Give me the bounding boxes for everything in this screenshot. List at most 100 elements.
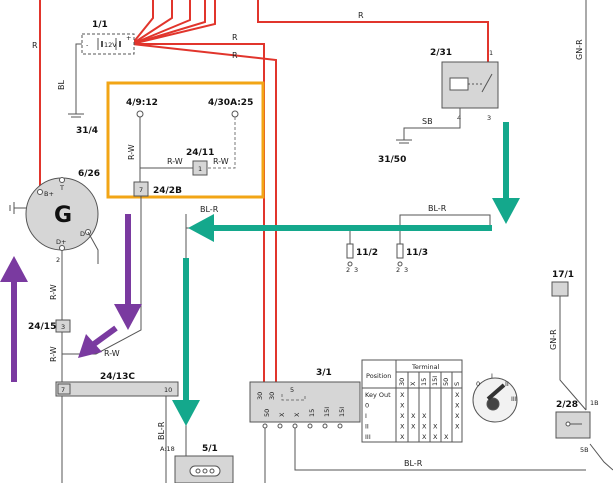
connector-24-11-pin: 1 <box>198 165 202 173</box>
connector-24-11: 24/11 <box>186 148 214 158</box>
fuse-11-2 <box>346 243 354 267</box>
battery-plus: + <box>126 34 131 42</box>
ground-31-50: 31/50 <box>378 155 406 165</box>
switch-pos-1: I <box>491 372 493 380</box>
wire-label-r: R <box>32 41 38 50</box>
table-position-header: Position <box>366 372 391 380</box>
component-2-28-pin-5b: 5B <box>580 446 589 454</box>
connector-24-13c: 24/13C <box>100 372 135 382</box>
fuse-pin: 2 <box>346 266 350 274</box>
wire-label-rw: R-W <box>49 346 58 362</box>
battery <box>81 33 135 55</box>
fuse-11-2-label: 11/2 <box>356 248 378 258</box>
wire-label-rw: R-W <box>104 349 120 358</box>
terminal-table <box>361 359 463 443</box>
wire-label-rw: R-W <box>49 284 58 300</box>
wire-label-sb: SB <box>422 117 433 126</box>
table-row-position: I <box>365 412 367 420</box>
connector-24-15-pin: 3 <box>61 323 65 331</box>
connector-24-15: 24/15 <box>28 322 56 332</box>
table-cell-mark: X <box>455 412 460 420</box>
key-switch-symbol <box>472 377 518 423</box>
arrow-purple-diagonal <box>78 325 118 358</box>
wire-label-rw: R-W <box>127 144 136 160</box>
connector-24-13c-box <box>55 381 179 397</box>
relay-pin-4: 4 <box>457 114 461 122</box>
wire-label-blr: BL-R <box>157 421 166 440</box>
alternator-symbol: G <box>54 203 72 228</box>
component-5-1 <box>174 455 234 483</box>
table-cell-mark: X <box>422 433 427 441</box>
fuse-pin: 2 <box>396 266 400 274</box>
wire-label-gnr: GN-R <box>549 329 558 350</box>
arrow-teal-left <box>188 214 492 242</box>
table-cell-mark: X <box>411 423 416 431</box>
ign-pin-5: 5 <box>290 386 294 394</box>
connector-24-13c-pin-10: 10 <box>164 386 172 394</box>
component-2-28-pin-1b: 1B <box>590 399 599 407</box>
relay-pin-1: 1 <box>489 49 493 57</box>
ign-pin-circles <box>262 423 343 429</box>
alternator-id: 6/26 <box>78 169 100 179</box>
table-column-header: 50 <box>442 378 450 386</box>
ignition-switch <box>249 381 361 423</box>
table-cell-mark: X <box>433 423 438 431</box>
table-cell-mark: X <box>400 402 405 410</box>
ign-pin: X <box>293 412 301 417</box>
alternator-d-plus: D+ <box>56 238 66 246</box>
component-2-28-id: 2/28 <box>556 400 578 410</box>
wire-label-rw: R-W <box>167 157 183 166</box>
highlight-box <box>106 81 265 199</box>
arrow-teal-down-right <box>492 122 520 224</box>
table-column-header: X <box>409 381 417 386</box>
wire-label-blr: BL-R <box>428 204 447 213</box>
table-cell-mark: X <box>400 412 405 420</box>
connector-17-1: 17/1 <box>552 270 574 280</box>
connector-24-15-box <box>55 319 71 333</box>
alternator-pin-2: 2 <box>56 256 60 264</box>
fuse-pin: 3 <box>354 266 358 274</box>
battery-id: 1/1 <box>92 20 108 30</box>
table-column-header: 15 <box>420 378 428 386</box>
fuse-11-3-label: 11/3 <box>406 248 428 258</box>
connector-24-2b: 24/2B <box>153 186 182 196</box>
table-cell-mark: X <box>433 433 438 441</box>
relay <box>441 61 499 109</box>
alternator-d: D <box>80 230 85 238</box>
table-cell-mark: X <box>400 433 405 441</box>
wire-label-r: R <box>232 33 238 42</box>
table-row-position: II <box>365 423 369 431</box>
table-cell-mark: X <box>444 433 449 441</box>
table-cell-mark: X <box>422 412 427 420</box>
alternator-b-plus: B+ <box>44 190 54 198</box>
table-row-position: III <box>365 433 371 441</box>
switch-pos-3: III <box>511 395 517 403</box>
table-cell-mark: X <box>455 391 460 399</box>
wire-label-rw: R-W <box>213 157 229 166</box>
relay-pin-3: 3 <box>487 114 491 122</box>
component-5-1-id: 5/1 <box>202 444 218 454</box>
ign-bottom-pins: 50 X X 15 15I 15I <box>263 407 346 417</box>
table-cell-mark: X <box>422 423 427 431</box>
ign-pin: 50 <box>263 409 271 417</box>
arrow-purple-down <box>114 214 142 330</box>
table-column-header: S <box>453 382 461 386</box>
table-cell-mark: X <box>455 402 460 410</box>
ign-pin: 15I <box>323 407 331 417</box>
table-column-header: 30 <box>398 378 406 386</box>
table-cell-mark: X <box>411 412 416 420</box>
wire-label-r: R <box>358 11 364 20</box>
wire-label-bl: BL <box>57 80 66 90</box>
ign-pin: 15 <box>308 409 316 417</box>
battery-minus: - <box>86 41 89 49</box>
switch-pos-2: II <box>505 380 509 388</box>
switch-pos-0: 0 <box>476 380 480 388</box>
arrow-purple-up <box>0 256 28 382</box>
connector-4-30a-25: 4/30A:25 <box>208 98 253 108</box>
component-5-1-pin: A:18 <box>160 445 175 453</box>
connector-24-13c-pin-7: 7 <box>61 386 65 394</box>
ign-pin-30: 30 <box>256 392 264 400</box>
table-terminal-header: Terminal <box>411 363 440 371</box>
